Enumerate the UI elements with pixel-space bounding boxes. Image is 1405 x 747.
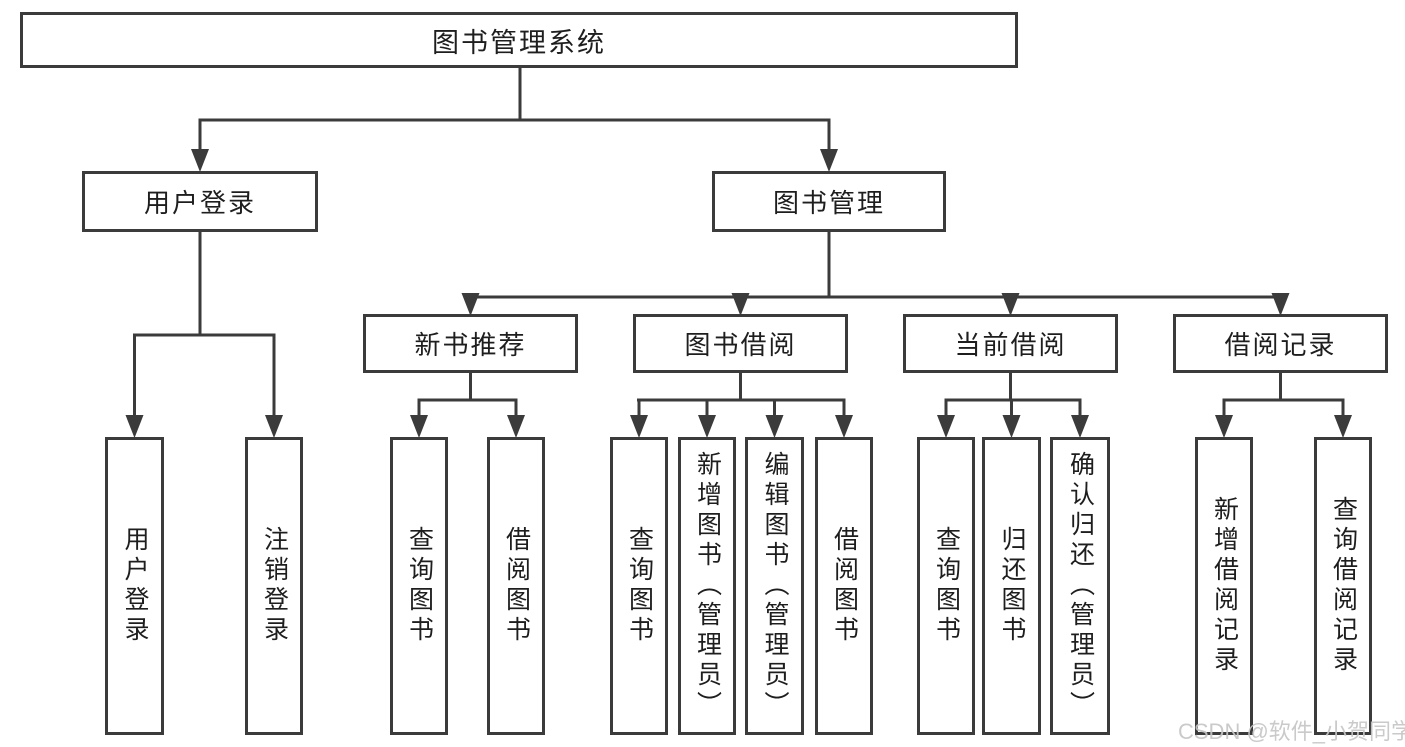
node-book-management: 图书管理 <box>712 171 946 232</box>
leaf-return-books: 归还图书 <box>982 437 1041 735</box>
leaf-query-borrow-record: 查询借阅记录 <box>1314 437 1372 735</box>
leaf-query-books-recommend: 查询图书 <box>390 437 448 735</box>
node-current-borrowing: 当前借阅 <box>903 314 1118 373</box>
node-book-borrowing: 图书借阅 <box>633 314 848 373</box>
node-borrowing-records: 借阅记录 <box>1173 314 1388 373</box>
leaf-query-books-borrowing: 查询图书 <box>610 437 668 735</box>
node-new-book-recommendation: 新书推荐 <box>363 314 578 373</box>
node-library-management-system: 图书管理系统 <box>20 12 1018 68</box>
leaf-user-login: 用户登录 <box>105 437 164 735</box>
leaf-add-borrow-record: 新增借阅记录 <box>1195 437 1253 735</box>
leaf-edit-books-admin: 编辑图书（管理员） <box>745 437 804 735</box>
leaf-query-books-current: 查询图书 <box>917 437 975 735</box>
leaf-borrow-books-recommend: 借阅图书 <box>487 437 545 735</box>
leaf-logout: 注销登录 <box>245 437 303 735</box>
leaf-confirm-return-admin: 确认归还（管理员） <box>1050 437 1110 735</box>
csdn-watermark: CSDN @软件_小贺同学 <box>1178 719 1405 744</box>
arrowhead-icons <box>125 149 1352 438</box>
leaf-add-books-admin: 新增图书（管理员） <box>678 437 736 735</box>
leaf-borrow-books: 借阅图书 <box>815 437 873 735</box>
node-user-login: 用户登录 <box>82 171 318 232</box>
